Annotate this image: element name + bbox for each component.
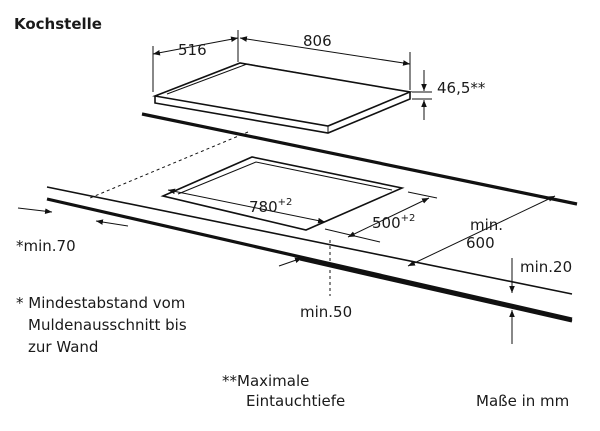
dimension-min-front: min. 600 [407,195,556,267]
dimension-min-side: min.50 [278,240,352,321]
note-star1-line1: * Mindestabstand vom [16,294,185,312]
units-note: Maße in mm [476,392,569,410]
width-label: 806 [303,32,332,50]
note-star1: * Mindestabstand vom Muldenausschnitt bi… [16,294,187,356]
min-thickness-label: min.20 [520,258,572,276]
min-side-label: min.50 [300,303,352,321]
cutout-depth-label: 500+2 [372,213,415,232]
min-front-label-2: 600 [466,234,495,252]
cooktop-drawing [152,62,413,134]
dimension-cutout-width: 780+2 [167,188,326,224]
dimension-min-thickness: min.20 [509,258,572,344]
note-star2: **Maximale Eintauchtiefe [222,372,345,410]
countertop-drawing [46,112,578,323]
note-star1-line3: zur Wand [28,338,98,356]
note-star2-line2: Eintauchtiefe [246,392,345,410]
note-star1-line2: Muldenausschnitt bis [28,316,187,334]
min-front-label-1: min. [470,216,503,234]
height-label: 46,5** [437,79,486,97]
depth-label: 516 [178,41,207,59]
note-star2-line1: **Maximale [222,372,309,390]
dimension-depth: 516 [152,30,239,92]
dimension-cutout-depth: 500+2 [324,191,438,243]
dimension-min-back: *min.70 [16,207,129,255]
dimension-width: 806 [239,32,411,90]
diagram-title: Kochstelle [14,15,102,33]
min-back-label: *min.70 [16,237,76,255]
dimension-height: 46,5** [412,70,486,120]
cutout-width-label: 780+2 [249,197,292,216]
